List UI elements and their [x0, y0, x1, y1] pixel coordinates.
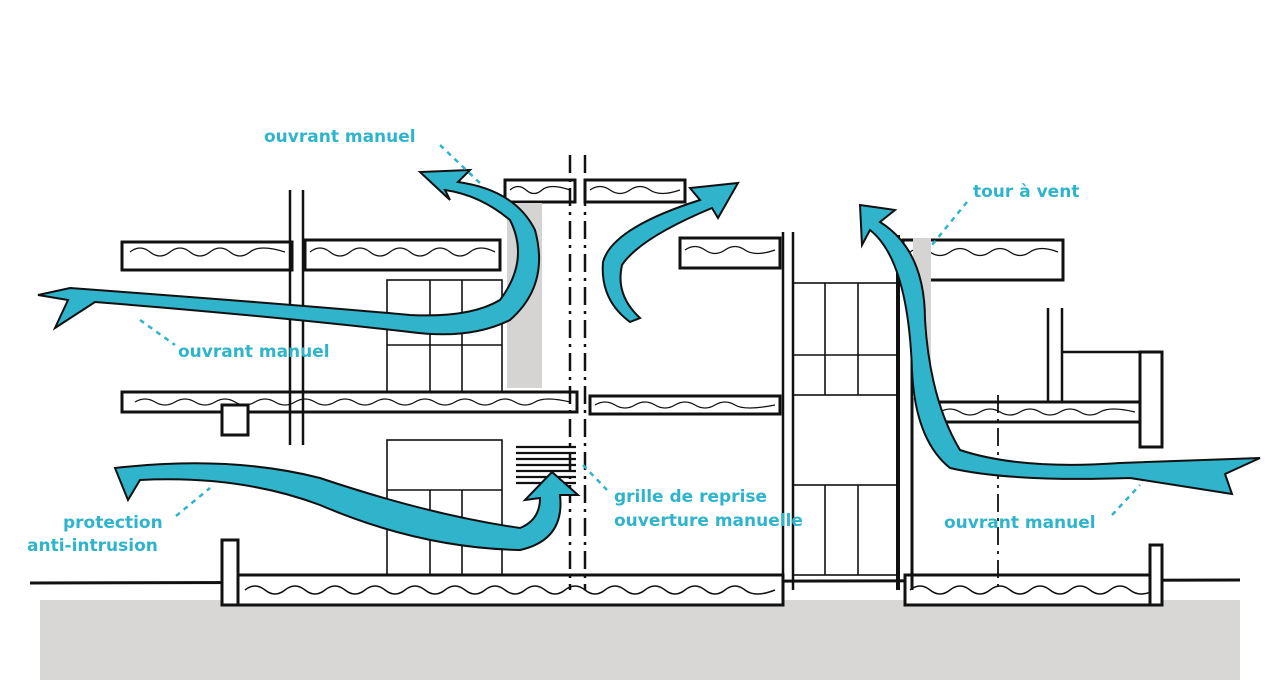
- first-floor-slabs: [120, 350, 1164, 449]
- label-upper-opening: ouvrant manuel: [178, 342, 330, 362]
- leader-grille: [582, 464, 608, 491]
- airflow-arrow-upper-left: [37, 168, 541, 336]
- ground-fill: [40, 600, 1240, 680]
- annotations: ouvrant manuel ouvrant manuel tour à ven…: [27, 127, 1096, 556]
- leader-upper-opening: [139, 318, 176, 347]
- airflow-arrow-upper-center: [601, 181, 740, 324]
- roof-slabs: [120, 178, 1065, 282]
- label-grille-line1: grille de reprise: [614, 487, 767, 507]
- airflow-arrow-right: [858, 203, 1261, 496]
- label-wind-tower: tour à vent: [973, 182, 1079, 202]
- airflow-arrow-lower-left: [113, 462, 581, 552]
- label-right-opening: ouvrant manuel: [944, 513, 1096, 533]
- label-protection-line1: protection: [63, 513, 163, 533]
- leader-protection: [175, 487, 211, 517]
- leader-right-opening: [1111, 484, 1141, 516]
- airflow-arrows: [37, 168, 1261, 552]
- ground-slab: [220, 538, 1164, 607]
- label-grille-line2: ouverture manuelle: [614, 511, 803, 531]
- label-roof-opening: ouvrant manuel: [264, 127, 416, 147]
- label-protection-line2: anti-intrusion: [27, 536, 158, 556]
- leader-lines: [139, 144, 1141, 517]
